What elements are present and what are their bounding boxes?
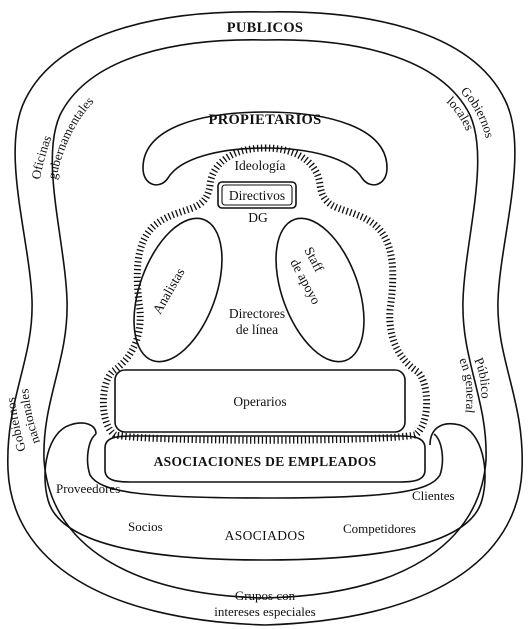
- grupos-label-line1: Grupos con: [235, 588, 296, 603]
- analistas-ellipse: [133, 217, 223, 363]
- asociados-left-cap: [69, 422, 97, 435]
- dg-label: DG: [248, 210, 268, 225]
- asociaciones-empleados-band: [104, 435, 426, 483]
- clientes-label: Clientes: [412, 488, 455, 503]
- directivos-box-inner: [221, 184, 293, 206]
- publicos-inner-boundary: [43, 39, 487, 599]
- asociaciones-empleados-label: ASOCIACIONES DE EMPLEADOS: [154, 454, 377, 469]
- oficinas-text-2: gubernamentales: [44, 93, 96, 180]
- directores-linea-label-line2: de línea: [236, 322, 278, 337]
- asociados-inner-boundary: [86, 433, 444, 499]
- propietarios-arc: [142, 111, 388, 186]
- staff-ellipse: [275, 217, 365, 363]
- oficinas-label-line2: gubernamentales: [44, 93, 96, 180]
- directivos-box-outer: [217, 181, 297, 209]
- propietarios-label: PROPIETARIOS: [209, 112, 322, 128]
- directivos-label: Directivos: [229, 188, 285, 203]
- competidores-label: Competidores: [343, 521, 416, 536]
- ideologia-label: Ideología: [235, 158, 286, 173]
- ideology-hatched-border: [99, 144, 431, 444]
- analistas-label: Analistas: [150, 265, 188, 316]
- directores-linea-label-line1: Directores: [229, 306, 285, 321]
- proveedores-label: Proveedores: [56, 481, 120, 496]
- socios-label: Socios: [128, 519, 163, 534]
- asociados-label: ASOCIADOS: [225, 528, 306, 543]
- publicos-label: PUBLICOS: [227, 20, 304, 36]
- operarios-box: [114, 369, 406, 433]
- analistas-text: Analistas: [150, 265, 188, 316]
- asociados-outer-boundary: [44, 423, 486, 561]
- grupos-label-line2: intereses especiales: [214, 604, 315, 619]
- operarios-label: Operarios: [233, 394, 286, 409]
- publicos-outer-boundary: [7, 11, 523, 626]
